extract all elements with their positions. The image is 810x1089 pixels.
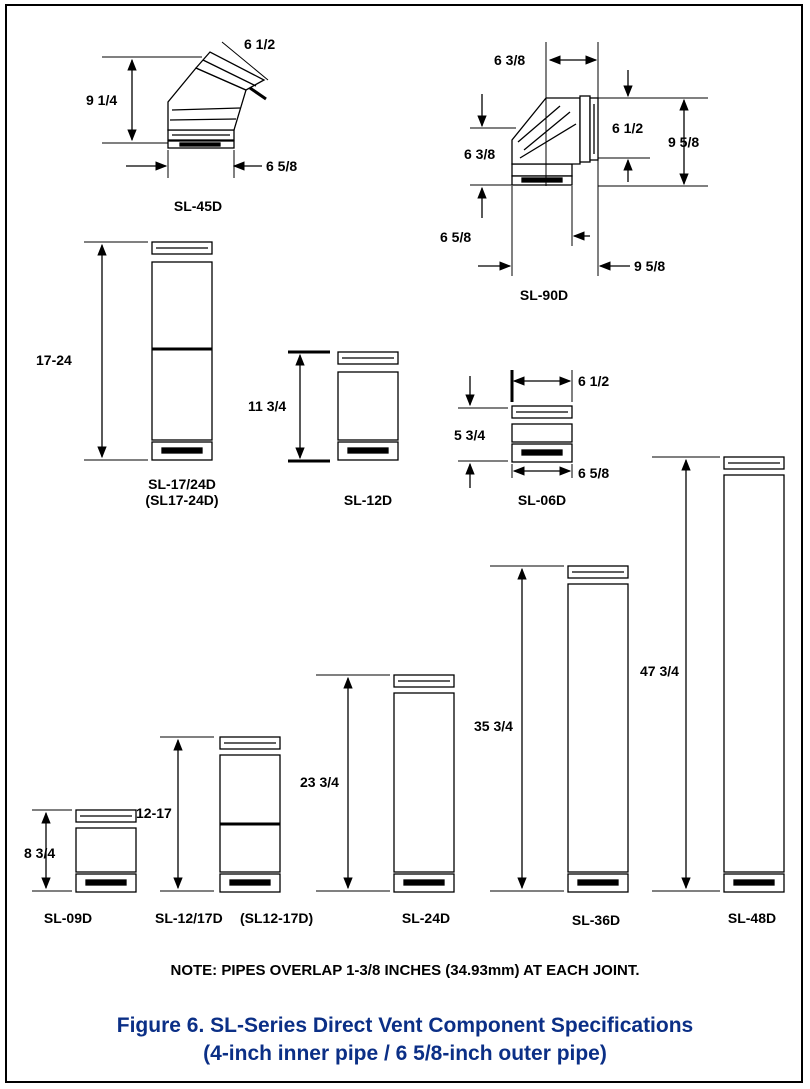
sl1724d-dimensions xyxy=(84,241,148,461)
overlap-note: NOTE: PIPES OVERLAP 1-3/8 INCHES (34.93m… xyxy=(170,962,640,979)
sl48d-dimensions xyxy=(652,456,720,892)
sl1217d-dim-length: 12-17 xyxy=(136,805,172,821)
sl12d-drawing xyxy=(337,351,399,461)
sl45d-label: SL-45D xyxy=(173,198,223,214)
sl1724d-drawing xyxy=(151,241,213,461)
sl48d-drawing xyxy=(723,456,785,893)
sl45d-dim-width: 6 1/2 xyxy=(244,36,276,52)
sl90d-dimensions xyxy=(470,42,708,276)
sl90d-dim-depth: 9 5/8 xyxy=(634,258,666,274)
sl1217d-alt-label: (SL12-17D) xyxy=(240,910,314,926)
sl36d-dimensions xyxy=(490,565,564,892)
sl06d-drawing xyxy=(511,405,573,463)
sl90d-drawing xyxy=(511,95,599,186)
sl36d-dim-length: 35 3/4 xyxy=(474,718,513,734)
sl1217d-drawing xyxy=(219,736,281,893)
sl12d-dimensions xyxy=(288,350,330,463)
sl90d-dim-inner: 6 1/2 xyxy=(612,120,644,136)
sl06d-dim-height: 5 3/4 xyxy=(454,427,486,443)
sl36d-label: SL-36D xyxy=(571,912,621,928)
sl06d-dim-outer: 6 5/8 xyxy=(578,465,610,481)
sl09d-dim-length: 8 3/4 xyxy=(24,845,56,861)
sl09d-dimensions xyxy=(32,809,72,892)
sl45d-dim-outer: 6 5/8 xyxy=(266,158,298,174)
sl1217d-dimensions xyxy=(160,736,214,892)
figure-caption-line2: (4-inch inner pipe / 6 5/8-inch outer pi… xyxy=(203,1042,607,1065)
figure-frame xyxy=(5,4,803,1083)
figure-caption: Figure 6. SL-Series Direct Vent Componen… xyxy=(0,1012,810,1068)
figure-caption-line1: Figure 6. SL-Series Direct Vent Componen… xyxy=(116,1014,694,1037)
sl09d-drawing xyxy=(75,809,137,893)
sl06d-dim-inner: 6 1/2 xyxy=(578,373,610,389)
sl06d-label: SL-06D xyxy=(517,492,567,508)
sl24d-dim-length: 23 3/4 xyxy=(300,774,339,790)
sl1724d-label: SL-17/24D xyxy=(148,476,216,492)
sl09d-label: SL-09D xyxy=(43,910,93,926)
sl24d-label: SL-24D xyxy=(401,910,451,926)
sl24d-drawing xyxy=(393,674,455,893)
sl45d-dim-height: 9 1/4 xyxy=(86,92,118,108)
sl48d-dim-length: 47 3/4 xyxy=(640,663,679,679)
sl90d-dim-offset: 6 3/8 xyxy=(494,52,526,68)
sl48d-label: SL-48D xyxy=(727,910,777,926)
sl06d-dimensions xyxy=(458,370,573,488)
sl45d-dimensions xyxy=(102,41,269,178)
sl90d-dim-height: 9 5/8 xyxy=(668,134,700,150)
sl1724d-alt-label: (SL17-24D) xyxy=(145,492,219,508)
sl12d-dim-length: 11 3/4 xyxy=(248,398,287,414)
sl45d-drawing xyxy=(167,51,266,149)
sl24d-dimensions xyxy=(316,674,390,892)
sl12d-label: SL-12D xyxy=(343,492,393,508)
sl90d-dim-outer: 6 5/8 xyxy=(440,229,472,245)
sl1217d-label: SL-12/17D xyxy=(155,910,223,926)
sl90d-dim-rise: 6 3/8 xyxy=(464,146,496,162)
sl90d-label: SL-90D xyxy=(519,287,569,303)
sl1724d-dim-length: 17-24 xyxy=(36,352,72,368)
sl36d-drawing xyxy=(567,565,629,893)
